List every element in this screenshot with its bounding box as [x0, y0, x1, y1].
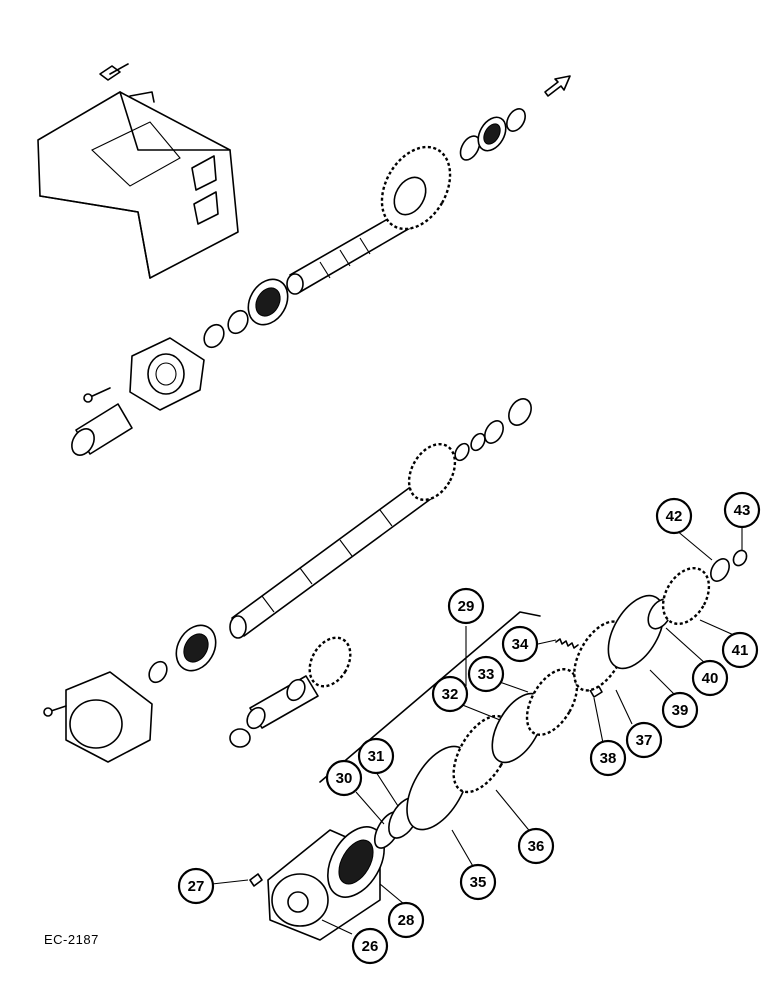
figure-code: EC-2187	[44, 932, 99, 947]
svg-text:31: 31	[368, 748, 385, 765]
svg-text:37: 37	[636, 732, 653, 749]
lower-main-shaft	[229, 479, 433, 639]
svg-text:41: 41	[732, 642, 749, 659]
nut-43	[732, 549, 748, 567]
upper-large-gear	[380, 145, 452, 231]
upper-bearing	[203, 278, 289, 349]
spring-34	[555, 638, 579, 649]
svg-text:30: 30	[336, 770, 353, 787]
svg-text:42: 42	[666, 508, 683, 525]
svg-text:36: 36	[528, 838, 545, 855]
gear-41	[661, 566, 711, 626]
svg-text:26: 26	[362, 938, 379, 955]
callout-35: 35	[459, 863, 497, 901]
callout-43: 43	[723, 491, 761, 529]
upper-rings-right	[459, 108, 526, 161]
svg-text:27: 27	[188, 878, 205, 895]
svg-text:32: 32	[442, 686, 459, 703]
callout-33: 33	[467, 655, 505, 693]
callout-38: 38	[589, 739, 627, 777]
upper-shaft	[286, 211, 411, 295]
lower-bearing	[148, 624, 217, 684]
callout-41: 41	[721, 631, 759, 669]
svg-text:29: 29	[458, 598, 475, 615]
callout-37: 37	[625, 721, 663, 759]
callout-28: 28	[387, 901, 425, 939]
callout-30: 30	[325, 759, 363, 797]
svg-text:38: 38	[600, 750, 617, 767]
callout-39: 39	[661, 691, 699, 729]
callout-32: 32	[431, 675, 469, 713]
pin-27	[249, 873, 263, 887]
svg-text:39: 39	[672, 702, 689, 719]
callout-31: 31	[357, 737, 395, 775]
svg-text:40: 40	[702, 670, 719, 687]
plate-33	[525, 668, 579, 736]
callout-leaders	[211, 524, 743, 935]
svg-text:35: 35	[470, 874, 487, 891]
shield-cover	[37, 91, 239, 279]
direction-arrow	[544, 75, 571, 97]
callout-34: 34	[501, 625, 539, 663]
callout-27: 27	[177, 867, 215, 905]
svg-text:43: 43	[734, 502, 751, 519]
lower-rings-right	[454, 398, 532, 462]
bolt-top	[99, 63, 129, 81]
svg-text:28: 28	[398, 912, 415, 929]
upper-bolt-left	[83, 387, 111, 403]
ring-42	[710, 558, 730, 582]
svg-text:34: 34	[512, 636, 529, 653]
callout-29: 29	[447, 587, 485, 625]
lower-gear	[407, 442, 457, 502]
lower-small-gear	[229, 636, 352, 748]
callout-42: 42	[655, 497, 693, 535]
bracket-29	[319, 611, 541, 783]
callout-36: 36	[517, 827, 555, 865]
callout-26: 26	[351, 927, 389, 965]
lower-housing-left	[43, 671, 153, 763]
upper-flange-housing	[129, 337, 205, 411]
upper-stub-shaft	[71, 403, 133, 456]
callout-40: 40	[691, 659, 729, 697]
svg-text:33: 33	[478, 666, 495, 683]
